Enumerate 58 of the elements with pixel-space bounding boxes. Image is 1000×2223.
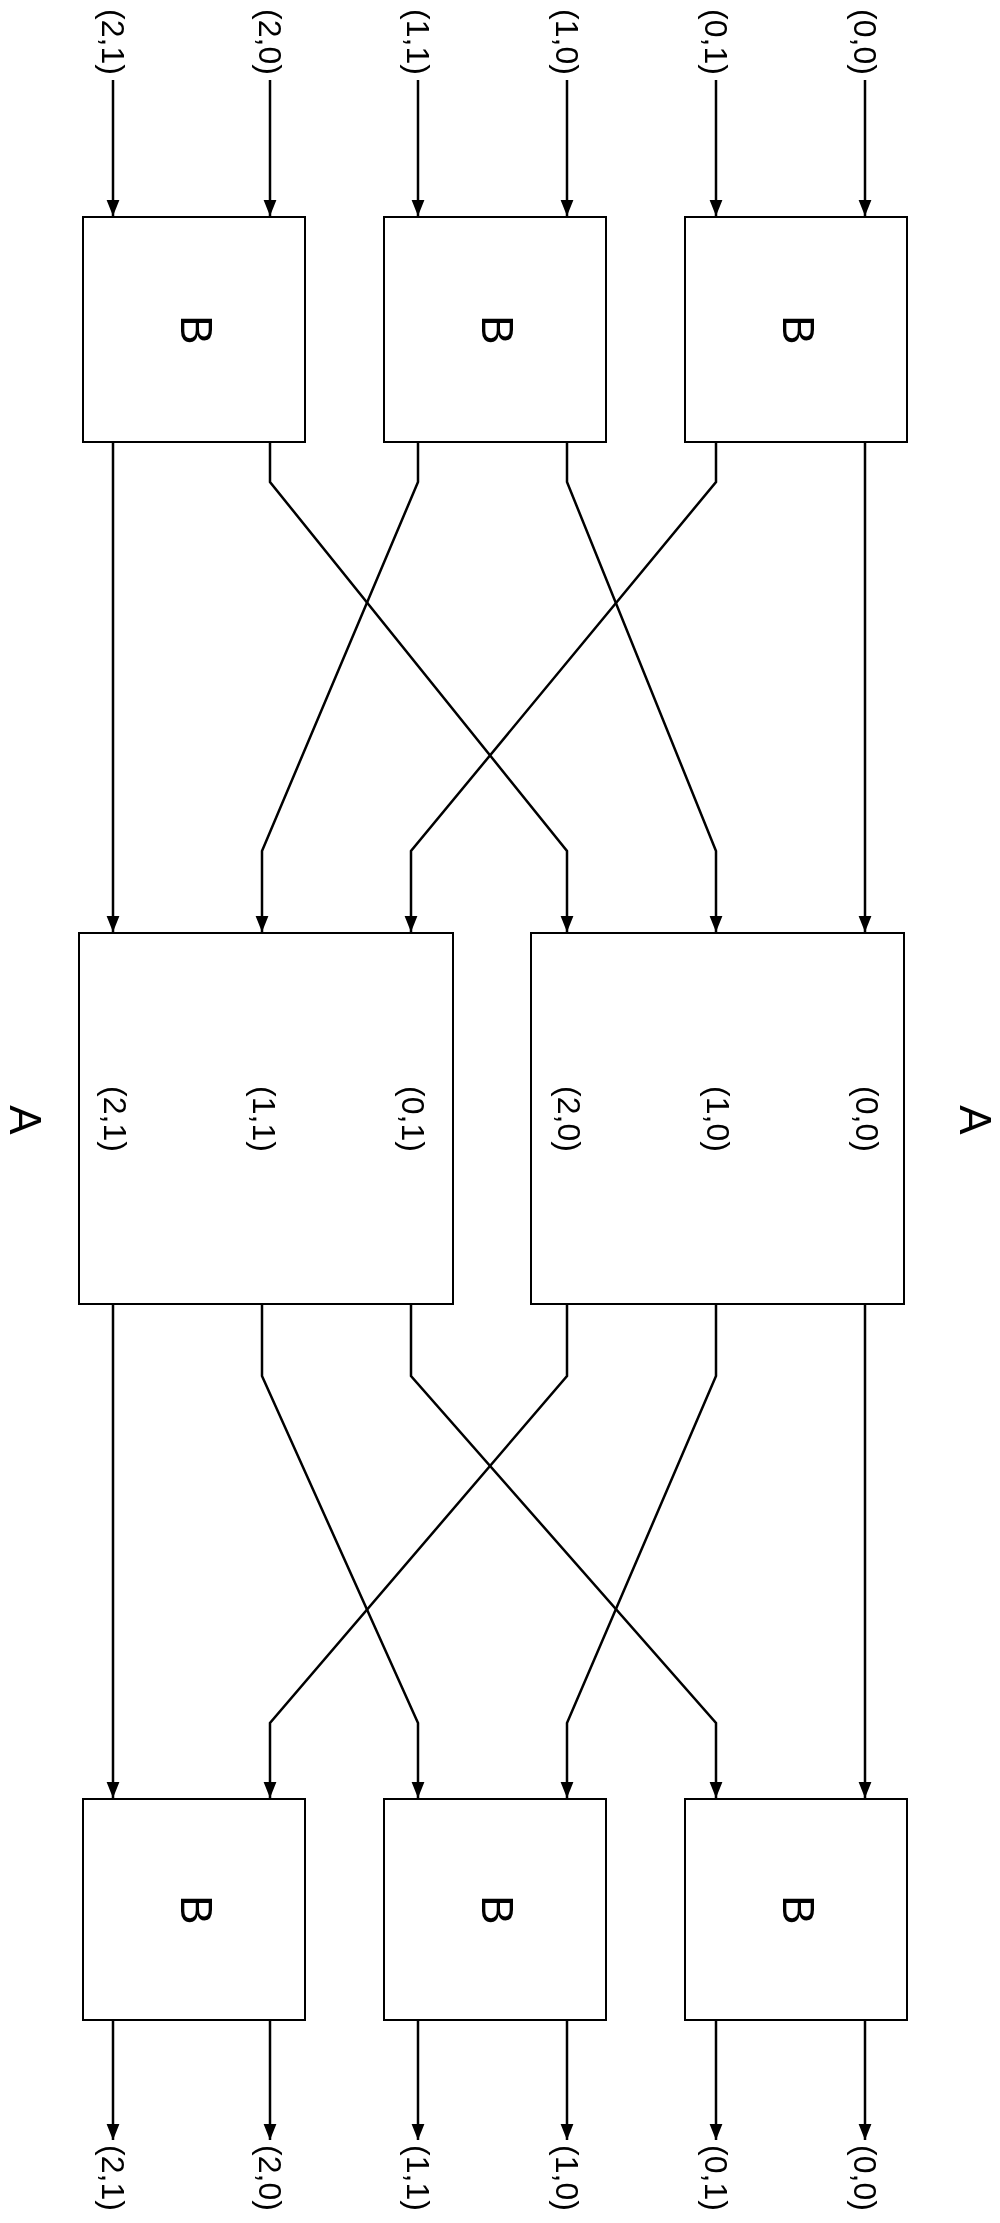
arrow [565,443,723,932]
arrow [263,1305,569,1798]
arrow [858,1305,872,1798]
port-label: (0,1) [397,1085,429,1152]
switch-box [78,932,454,1305]
stage-label: A [3,1105,47,1135]
port-label: B [174,1894,218,1925]
stage-label: A [953,1105,997,1135]
port-label: (1,0) [702,1085,734,1152]
port-label: (1,0) [551,2145,583,2211]
arrow [255,443,420,932]
arrow [260,1305,425,1798]
port-label: B [776,1894,820,1925]
port-label: (2,1) [97,9,129,75]
arrow [263,2021,277,2140]
switch-box [383,216,607,443]
port-label: (0,0) [849,2145,881,2211]
arrow [858,2021,872,2140]
arrow [709,80,723,216]
port-label: B [475,1894,519,1925]
port-label: (2,1) [97,2145,129,2211]
switch-box [684,216,908,443]
arrow [404,443,718,932]
port-label: (0,1) [700,9,732,75]
arrow [106,1305,120,1798]
switch-box [684,1798,908,2021]
port-label: B [174,314,218,345]
arrow [858,80,872,216]
arrow [560,80,574,216]
port-label: (2,0) [254,2145,286,2211]
switch-box [82,216,306,443]
port-label: (0,0) [849,9,881,75]
switch-box [383,1798,607,2021]
arrow [411,80,425,216]
arrow [106,2021,120,2140]
port-label: (1,1) [402,9,434,75]
switch-box [82,1798,306,2021]
arrow [409,1305,723,1798]
arrow [263,80,277,216]
arrow [106,443,120,932]
port-label: (1,1) [248,1085,280,1152]
switch-box [530,932,905,1305]
port-label: (2,1) [99,1085,131,1152]
port-label: (2,0) [553,1085,585,1152]
arrow [106,80,120,216]
port-label: (0,0) [851,1085,883,1152]
arrow [560,2021,574,2140]
arrow [268,443,574,932]
arrow [560,1305,718,1798]
arrow [858,443,872,932]
arrow [709,2021,723,2140]
port-label: B [475,314,519,345]
port-label: (0,1) [700,2145,732,2211]
port-label: (2,0) [254,9,286,75]
port-label: B [776,314,820,345]
port-label: (1,1) [402,2145,434,2211]
arrow [411,2021,425,2140]
port-label: (1,0) [551,9,583,75]
